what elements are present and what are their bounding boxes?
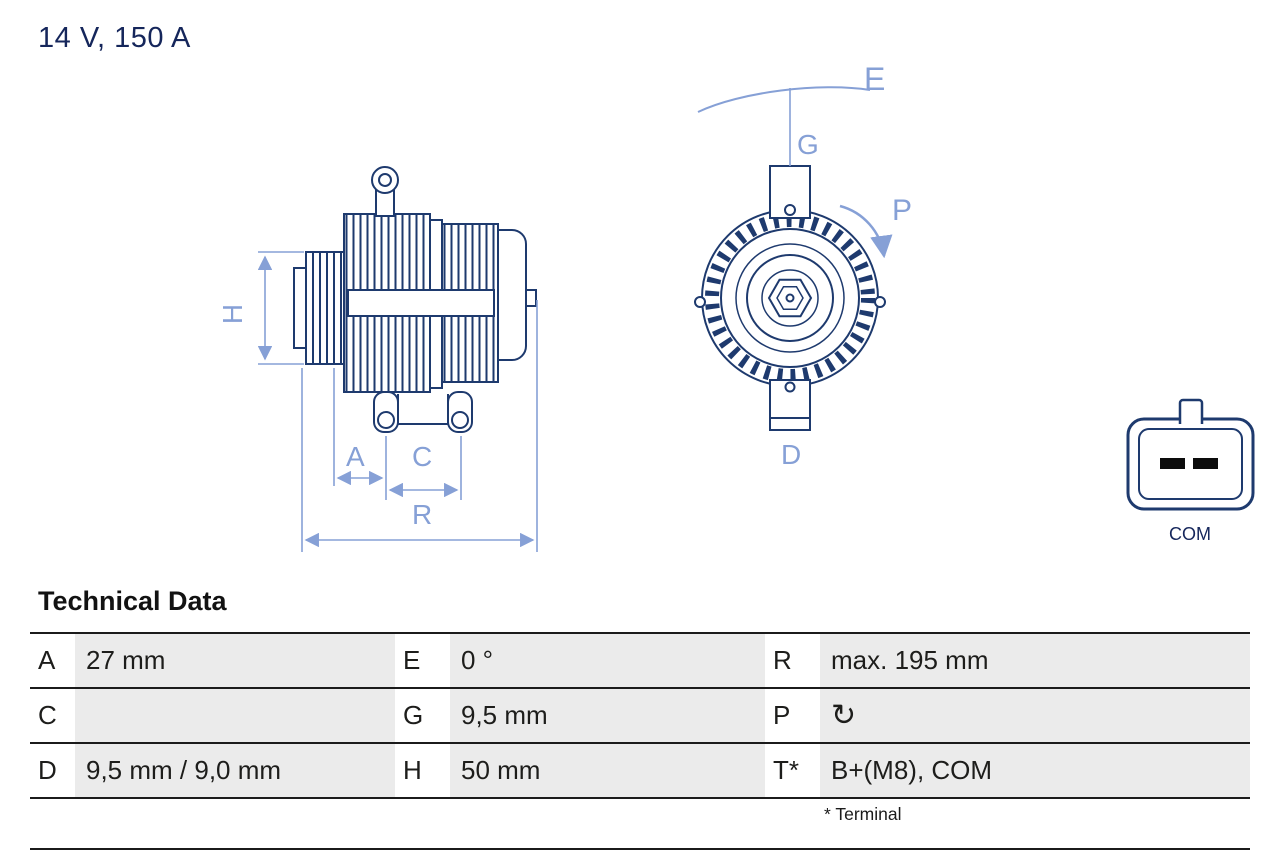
side-view-dimension-labels: H A C R [217, 304, 432, 530]
rotation-direction-icon: ↻ [820, 689, 1250, 742]
bottom-divider [30, 848, 1250, 850]
terminal-footnote: * Terminal [824, 804, 902, 824]
param-value: B+(M8), COM [820, 744, 1250, 797]
alternator-technical-drawing: H A C R [217, 61, 1255, 552]
alternator-front-view [694, 165, 886, 431]
table-row: A 27 mm E 0 ° R max. 195 mm [30, 632, 1250, 687]
dimension-label-h: H [217, 304, 248, 324]
param-key: E [395, 634, 450, 687]
page-title: 14 V, 150 A [38, 22, 191, 54]
param-value [75, 689, 395, 742]
param-value: 50 mm [450, 744, 765, 797]
dimension-label-d: D [781, 439, 801, 470]
param-value: max. 195 mm [820, 634, 1250, 687]
param-key: P [765, 689, 820, 742]
alternator-side-view [293, 166, 537, 433]
param-key: C [30, 689, 75, 742]
param-value: 27 mm [75, 634, 395, 687]
param-key: T* [765, 744, 820, 797]
param-key: A [30, 634, 75, 687]
table-row: C G 9,5 mm P ↻ [30, 687, 1250, 742]
rotation-arrow [839, 204, 893, 259]
front-view-dimension-labels: E G P D [781, 61, 912, 470]
dimension-label-a: A [346, 441, 365, 472]
side-view-dimensions [257, 251, 538, 552]
technical-data-heading: Technical Data [38, 586, 227, 616]
param-key: D [30, 744, 75, 797]
param-value: 0 ° [450, 634, 765, 687]
param-key: H [395, 744, 450, 797]
dimension-label-c: C [412, 441, 432, 472]
connector-pin [1160, 458, 1185, 469]
param-key: G [395, 689, 450, 742]
param-value: 9,5 mm / 9,0 mm [75, 744, 395, 797]
front-view-dimensions [697, 86, 893, 259]
param-key: R [765, 634, 820, 687]
param-value: 9,5 mm [450, 689, 765, 742]
dimension-label-e: E [864, 61, 885, 97]
dimension-label-g: G [797, 129, 819, 160]
connector-label: COM [1169, 524, 1211, 544]
dimension-label-r: R [412, 499, 432, 530]
technical-data-table: A 27 mm E 0 ° R max. 195 mm C G 9,5 mm P… [30, 632, 1250, 799]
com-connector-icon [1126, 398, 1255, 511]
connector-pin [1193, 458, 1218, 469]
table-row: D 9,5 mm / 9,0 mm H 50 mm T* B+(M8), COM [30, 742, 1250, 797]
dimension-label-p: P [892, 194, 912, 227]
